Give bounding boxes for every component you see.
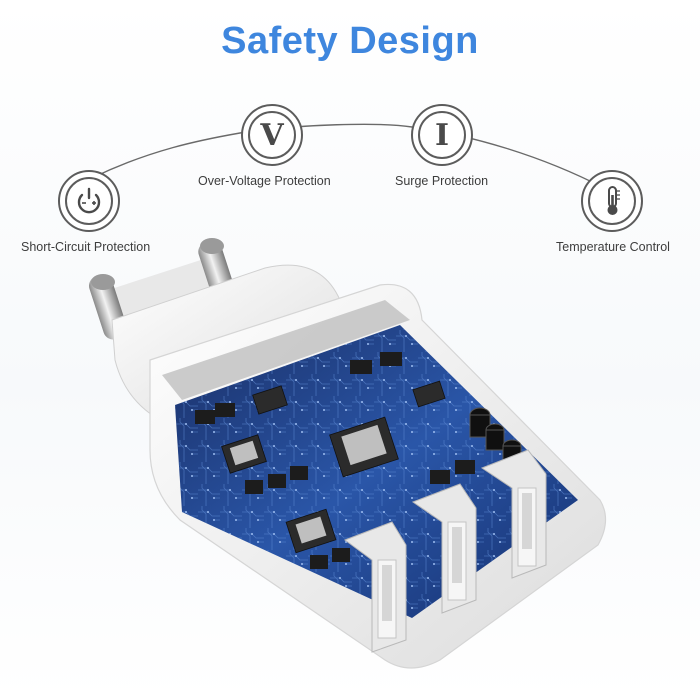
usb-ports xyxy=(343,449,547,653)
temperature-label: Temperature Control xyxy=(556,240,670,254)
usb-port-1 xyxy=(343,521,407,653)
page-title: Safety Design xyxy=(221,20,479,62)
usb-port-2 xyxy=(411,483,477,614)
surge-badge: I xyxy=(411,104,473,166)
power-icon xyxy=(65,177,113,225)
thermometer-icon xyxy=(588,177,636,225)
circuit-board xyxy=(175,325,578,618)
surge-label: Surge Protection xyxy=(395,174,489,188)
over-voltage-badge: V xyxy=(241,104,303,166)
over-voltage-label: Over-Voltage Protection xyxy=(198,174,331,188)
short-circuit-badge xyxy=(58,170,120,232)
letter-i-icon: I xyxy=(418,111,466,159)
letter-v-icon: V xyxy=(248,111,296,159)
short-circuit-label: Short-Circuit Protection xyxy=(21,240,151,254)
usb-port-3 xyxy=(480,449,547,579)
temperature-badge xyxy=(581,170,643,232)
